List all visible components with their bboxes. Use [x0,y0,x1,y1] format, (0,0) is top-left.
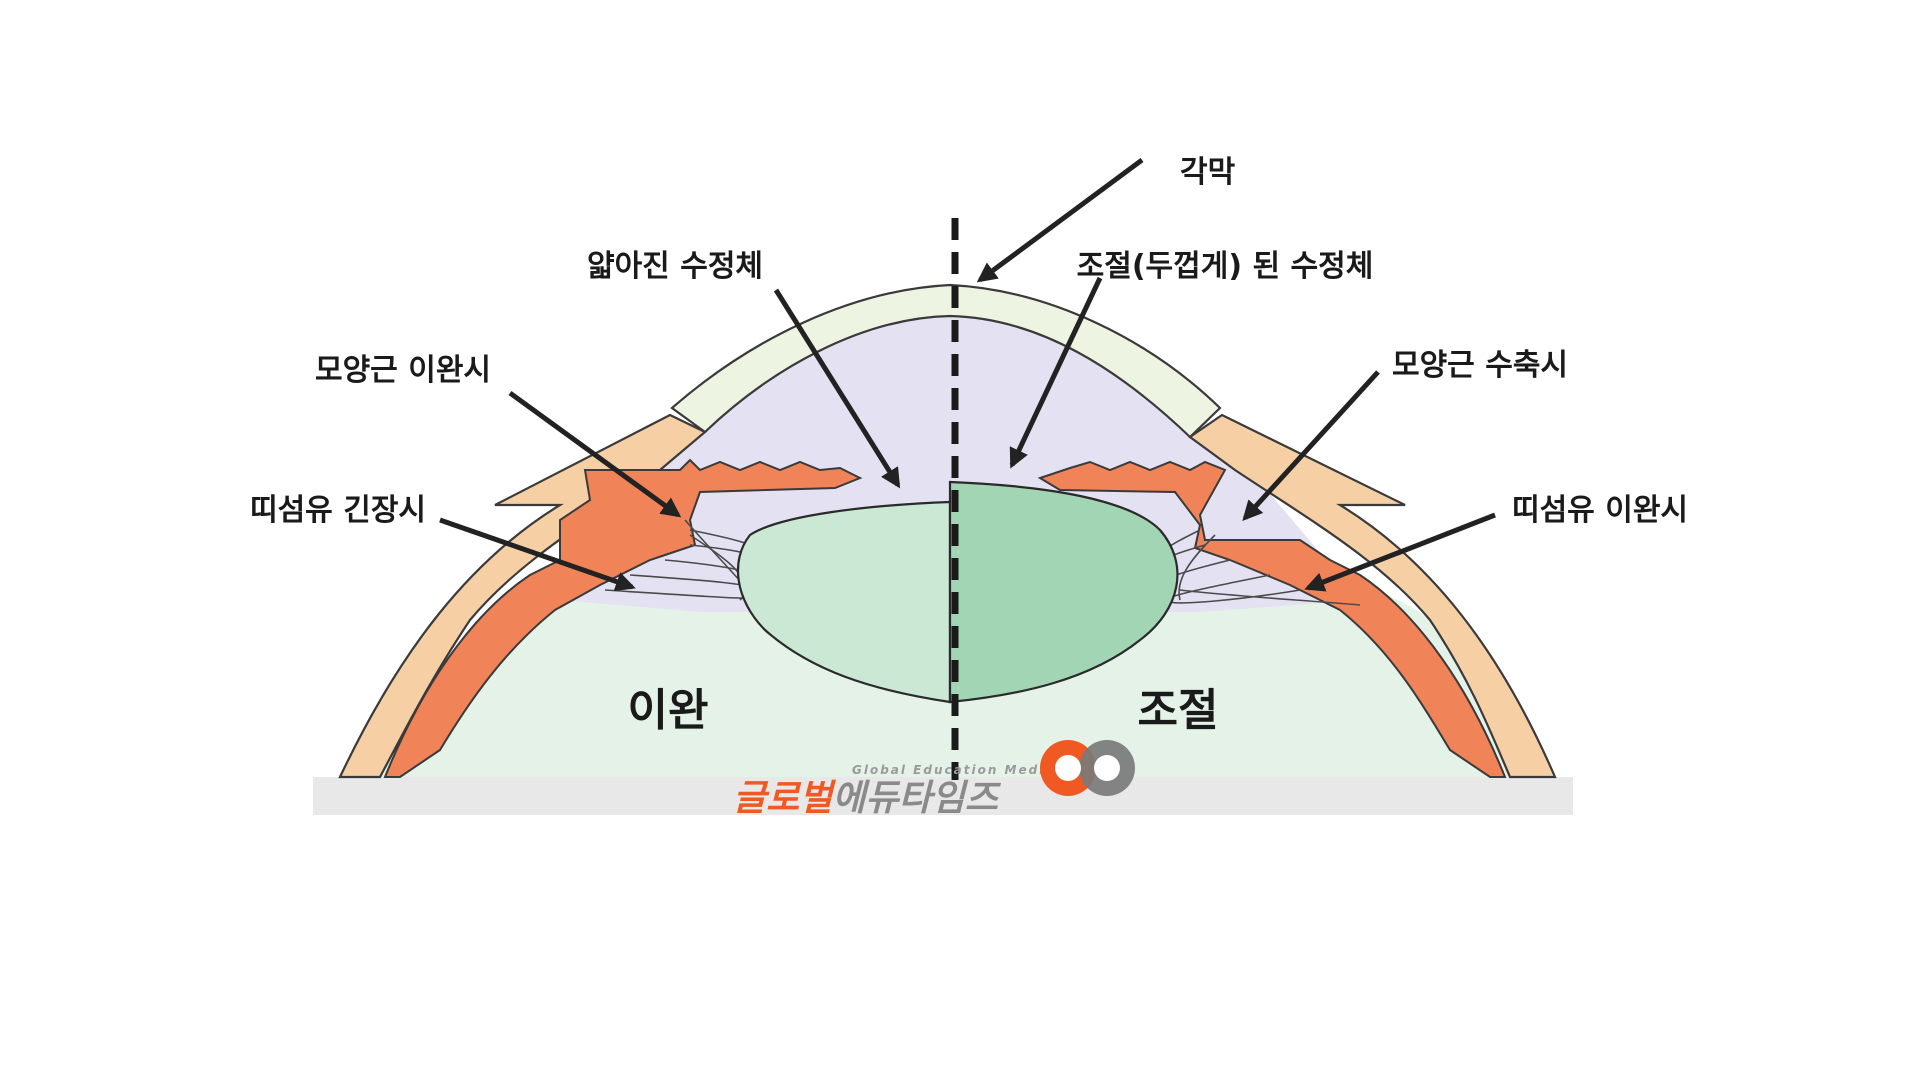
label-thick-lens: 조절(두껍게) 된 수정체 [1077,249,1374,284]
watermark: Global Education Media 글로벌에듀타임즈 [733,740,1135,819]
cornea [670,283,1222,439]
ciliary-body-right [1037,460,1507,778]
sclera-right [1188,413,1557,779]
watermark-korean-part1: 글로벌 [733,778,836,819]
arrow-thin-lens [773,288,901,489]
arrow-ciliary-contracted [1242,370,1380,521]
watermark-english: Global Education Media [852,763,1055,777]
arrow-ciliary-relaxed [508,390,682,518]
pointer-arrows [439,157,1496,592]
label-cornea: 각막 [1180,155,1236,190]
arrow-zonule-relaxed [1304,512,1496,592]
arrow-thick-lens [1009,276,1103,469]
state-relaxed-label: 이완 [628,685,709,736]
label-ciliary-contracted: 모양근 수축시 [1392,348,1568,383]
label-ciliary-relaxed: 모양근 이완시 [315,353,491,388]
watermark-logo-icon [1040,740,1135,796]
base-strip [313,777,1573,815]
watermark-korean-part2: 에듀타임즈 [832,778,1001,819]
label-thin-lens: 얇아진 수정체 [587,249,763,284]
lens-thin-half [736,500,952,704]
ciliary-body-left [383,458,863,778]
lens-thick-half [948,480,1179,704]
label-zonule-tense: 띠섬유 긴장시 [250,493,426,528]
watermark-korean: 글로벌에듀타임즈 [733,778,1002,819]
arrow-cornea [976,157,1144,283]
arrow-zonule-tense [439,517,636,592]
label-zonule-relaxed: 띠섬유 이완시 [1512,493,1688,528]
state-accommodation-label: 조절 [1138,685,1219,736]
